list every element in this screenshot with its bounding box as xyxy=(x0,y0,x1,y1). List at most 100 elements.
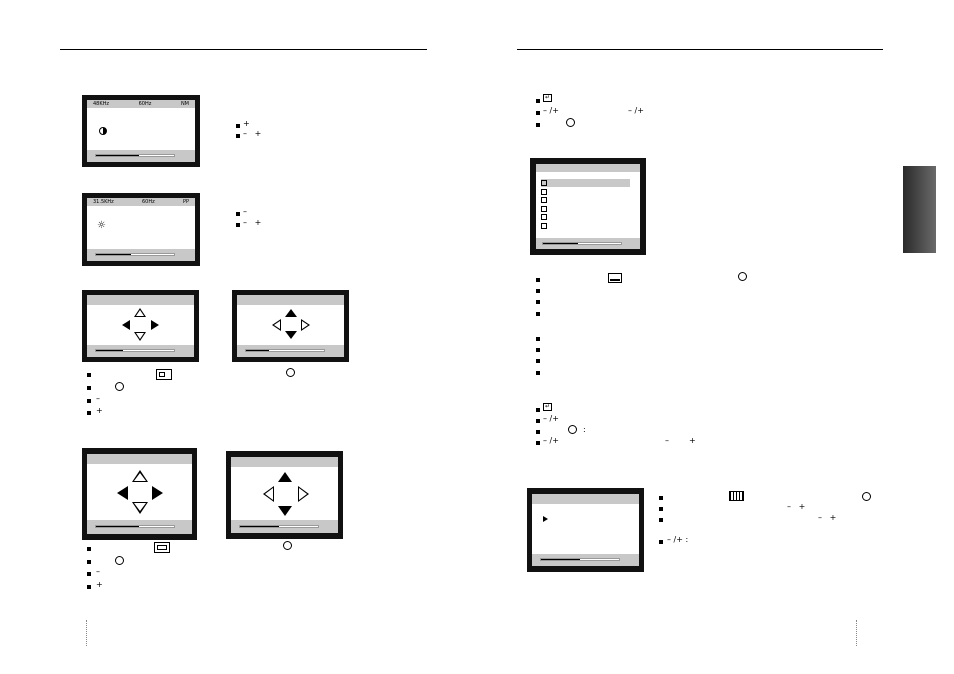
bullet xyxy=(87,386,91,390)
plus-symbol: + xyxy=(96,406,103,415)
bullet xyxy=(536,300,540,304)
chapter-tab xyxy=(903,166,936,253)
mode-label: PP xyxy=(182,199,189,205)
bullet xyxy=(659,496,663,500)
enter-button-icon xyxy=(115,382,124,391)
play-arrow-icon xyxy=(543,516,548,522)
bullet xyxy=(236,212,240,216)
vsize-level-bar xyxy=(239,525,319,528)
vposition-osd-screen xyxy=(232,290,349,362)
bullet xyxy=(536,371,540,375)
bullet xyxy=(659,540,663,544)
contrast-icon xyxy=(99,127,107,135)
right-arrow-icon xyxy=(152,486,163,500)
enter-button-icon xyxy=(286,368,295,377)
hsize-level-bar xyxy=(95,525,175,528)
bullet xyxy=(87,585,91,589)
bullet xyxy=(659,507,663,511)
bullet xyxy=(659,518,663,522)
minus-plus-symbol: – /+ xyxy=(628,106,644,115)
right-header-rule xyxy=(517,49,883,50)
minus-symbol: – xyxy=(96,394,100,403)
plus-symbol: + xyxy=(243,119,250,128)
bullet xyxy=(236,134,240,138)
enter-button-icon xyxy=(862,492,871,501)
bullet xyxy=(87,547,91,551)
mode-label: NM xyxy=(180,101,189,107)
language-option[interactable] xyxy=(541,188,547,195)
bullet xyxy=(536,289,540,293)
language-menu-icon xyxy=(608,273,622,283)
plus-symbol: + xyxy=(689,436,696,445)
language-osd-screen xyxy=(530,158,646,255)
position-menu-icon xyxy=(156,369,172,380)
language-option[interactable] xyxy=(541,214,547,220)
up-arrow-icon xyxy=(285,309,297,317)
down-arrow-icon xyxy=(285,331,297,339)
minus-plus-symbol: – + xyxy=(818,513,837,522)
bullet xyxy=(536,312,540,316)
left-arrow-icon xyxy=(117,486,128,500)
enter-button-icon xyxy=(568,425,577,434)
bullet xyxy=(536,359,540,363)
hposition-level-bar xyxy=(95,349,175,352)
bullet xyxy=(536,408,540,412)
vfreq-label: 60Hz xyxy=(142,199,155,205)
bullet xyxy=(536,348,540,352)
enter-button-icon xyxy=(738,272,747,281)
bullet xyxy=(536,441,540,445)
bullet xyxy=(536,111,540,115)
hfreq-label: 48KHz xyxy=(93,101,110,107)
left-footer-dots xyxy=(86,620,87,646)
bullet xyxy=(536,123,540,127)
colon-symbol: : xyxy=(583,425,586,434)
vsize-osd-screen xyxy=(226,451,343,539)
brightness-level-bar xyxy=(95,253,175,256)
language-option[interactable] xyxy=(541,205,547,212)
minus-plus-symbol: – + xyxy=(243,129,262,138)
selection-highlight xyxy=(541,179,630,187)
bullet xyxy=(87,411,91,415)
up-arrow-icon xyxy=(278,472,292,482)
bullet xyxy=(536,99,540,103)
minus-plus-symbol: – + xyxy=(243,218,262,227)
left-arrow-icon xyxy=(122,320,130,330)
recall-menu-icon xyxy=(729,491,744,501)
hposition-osd-screen xyxy=(82,290,199,362)
minus-plus-symbol: – + xyxy=(787,502,806,511)
size-menu-icon xyxy=(154,542,170,553)
enter-button-icon xyxy=(283,541,292,550)
contrast-osd-screen: 48KHz 60Hz NM xyxy=(82,95,200,167)
language-option[interactable] xyxy=(541,180,547,186)
recall-osd-screen xyxy=(527,488,644,572)
minus-plus-colon-symbol: – /+ : xyxy=(667,535,689,544)
minus-plus-symbol: – /+ xyxy=(543,414,559,423)
vfreq-label: 60Hz xyxy=(138,101,152,107)
right-footer-dots xyxy=(856,620,857,646)
left-header-rule xyxy=(60,49,427,50)
minus-symbol: – xyxy=(243,207,247,216)
language-option[interactable] xyxy=(541,222,547,229)
language-level-bar xyxy=(542,242,622,245)
hfreq-label: 31.5KHz xyxy=(93,199,114,205)
language-option[interactable] xyxy=(541,197,547,203)
down-arrow-icon xyxy=(278,506,292,516)
bullet xyxy=(236,223,240,227)
recall-level-bar xyxy=(540,558,620,561)
bullet xyxy=(536,430,540,434)
bullet xyxy=(87,399,91,403)
bullet xyxy=(536,419,540,423)
minus-symbol: – xyxy=(96,567,100,576)
plus-symbol: + xyxy=(96,580,103,589)
enter-button-icon xyxy=(115,556,124,565)
sun-icon: ☼ xyxy=(97,220,106,231)
bullet xyxy=(236,124,240,128)
bullet xyxy=(536,278,540,282)
return-icon: ↵ xyxy=(543,403,552,411)
hsize-osd-screen xyxy=(82,448,197,540)
bullet xyxy=(536,337,540,341)
contrast-level-bar xyxy=(95,154,175,157)
minus-symbol: – xyxy=(665,436,669,445)
bullet xyxy=(87,373,91,377)
enter-button-icon xyxy=(566,118,575,127)
